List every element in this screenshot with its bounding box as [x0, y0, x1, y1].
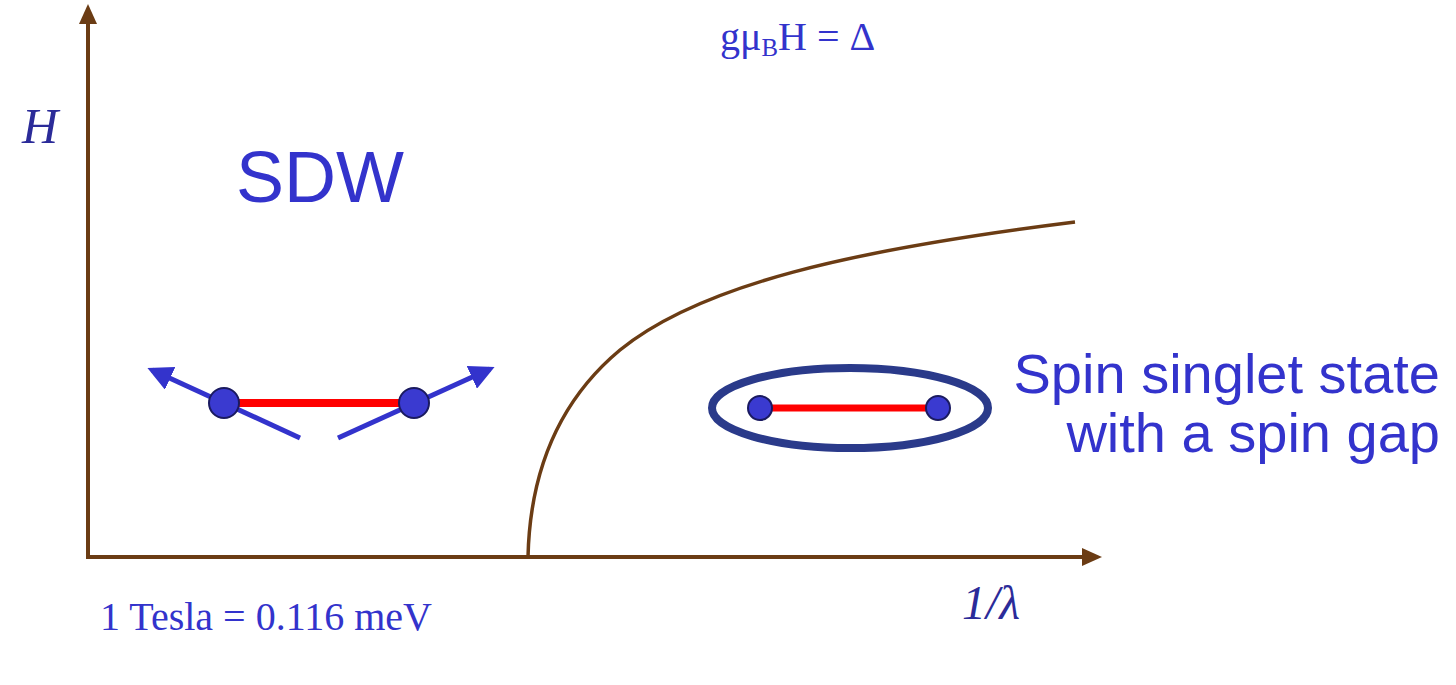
phase-boundary	[528, 222, 1075, 557]
region-label: SDW	[236, 140, 404, 216]
note: 1 Tesla = 0.116 meV	[100, 596, 432, 638]
bond-bar	[760, 405, 938, 412]
spin-site	[748, 396, 772, 420]
x-axis-arrowhead	[1082, 548, 1102, 566]
x-axis	[86, 555, 1086, 559]
spin-site	[209, 388, 239, 418]
singlet-ellipse	[712, 368, 988, 448]
spin-site	[399, 388, 429, 418]
y-axis	[86, 20, 90, 559]
curve-label: gμBH = Δ	[720, 16, 875, 58]
axis-label: 1/λ	[962, 578, 1020, 628]
region-label: Spin singlet state with a spin gap	[995, 345, 1440, 463]
bond-bar	[224, 399, 414, 407]
spin-site	[926, 396, 950, 420]
axis-label: H	[22, 100, 58, 153]
y-axis-arrowhead	[79, 4, 97, 24]
